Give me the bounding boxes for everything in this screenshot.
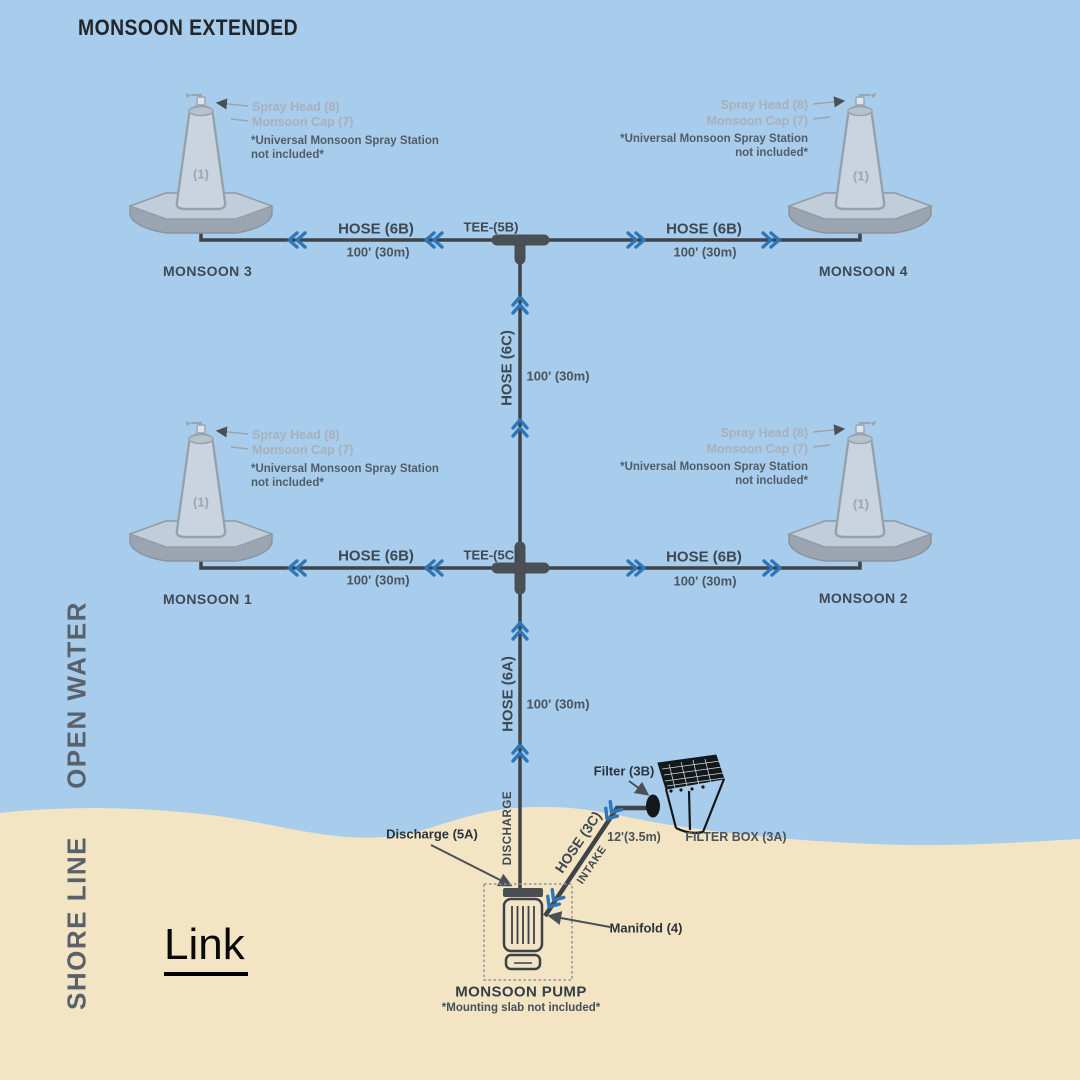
hose-6b-length: 100' (30m) [673, 573, 737, 589]
callout-arrows [430, 780, 650, 928]
station-graphic-monsoon-2 [787, 419, 933, 563]
station-name-monsoon-4: MONSOON 4 [818, 263, 908, 279]
manifold-callout-label: Manifold (4) [609, 920, 683, 936]
tee-5b-label: TEE-(5B) [463, 219, 519, 235]
hose-6b-label: HOSE (6B) [666, 548, 742, 566]
hose-3c-length: 12'(3.5m) [607, 830, 661, 844]
spray-head-label: Spray Head (8) [720, 98, 808, 112]
hose-6c-label: HOSE (6C) [498, 330, 516, 406]
station-note-line1: *Universal Monsoon Spray Station [620, 133, 808, 145]
shore-line-zone-label: SHORE LINE [61, 836, 92, 1010]
station-note-line2: not included* [251, 477, 324, 489]
hose-6a-length: 100' (30m) [526, 696, 590, 712]
pump-base [504, 953, 542, 971]
station-graphic-monsoon-4 [787, 91, 933, 235]
pump-graphic [483, 883, 573, 981]
station-unit-label: (1) [193, 166, 209, 182]
monsoon-cap-label: Monsoon Cap (7) [252, 443, 354, 457]
station-name-monsoon-3: MONSOON 3 [163, 263, 253, 279]
station-unit-label: (1) [853, 496, 869, 512]
tee-5b-fitting [491, 234, 550, 265]
tee-5c-label: TEE-(5C) [463, 547, 519, 563]
hose-6b-length: 100' (30m) [673, 244, 737, 260]
leader-lines [215, 96, 846, 450]
hose-6b-label: HOSE (6B) [666, 220, 742, 238]
hose-6b-length: 100' (30m) [346, 244, 410, 260]
station-name-monsoon-1: MONSOON 1 [163, 591, 253, 607]
station-note-line2: not included* [735, 147, 808, 159]
station-note-line1: *Universal Monsoon Spray Station [251, 463, 439, 475]
monsoon-cap-label: Monsoon Cap (7) [706, 442, 808, 456]
discharge-pipe-label: DISCHARGE [502, 790, 514, 866]
station-note-line2: not included* [735, 475, 808, 487]
station-note-line1: *Universal Monsoon Spray Station [251, 135, 439, 147]
pump-cap [503, 888, 543, 897]
station-graphic-monsoon-1 [128, 419, 274, 563]
station-name-monsoon-2: MONSOON 2 [818, 590, 908, 606]
spray-head-label: Spray Head (8) [252, 428, 340, 442]
station-graphic-monsoon-3 [128, 91, 274, 235]
station-note-line1: *Universal Monsoon Spray Station [620, 461, 808, 473]
hose-6b-label: HOSE (6B) [338, 220, 414, 238]
station-note-line2: not included* [251, 149, 324, 161]
monsoon-cap-label: Monsoon Cap (7) [706, 114, 808, 128]
filter-element [646, 794, 660, 818]
pump-name: MONSOON PUMP [455, 983, 587, 1001]
filter-callout-label: Filter (3B) [593, 763, 655, 779]
filter-basket [664, 778, 726, 834]
mounting-slab-outline [483, 883, 573, 981]
open-water-zone-label: OPEN WATER [61, 601, 92, 789]
station-unit-label: (1) [853, 168, 869, 184]
filter-box-label: FILTER BOX (3A) [685, 830, 787, 844]
spray-head-label: Spray Head (8) [252, 100, 340, 114]
hose-6b-length: 100' (30m) [346, 572, 410, 588]
hose-6b-label: HOSE (6B) [338, 547, 414, 565]
tee-5c-fitting [491, 541, 550, 595]
station-unit-label: (1) [193, 494, 209, 510]
page-title: MONSOON EXTENDED [78, 15, 299, 40]
link-hyperlink[interactable]: Link [164, 920, 248, 976]
hose-6a-label: HOSE (6A) [499, 656, 517, 732]
monsoon-cap-label: Monsoon Cap (7) [252, 115, 354, 129]
spray-head-label: Spray Head (8) [720, 426, 808, 440]
filter-box-graphic [646, 754, 726, 834]
intake-pipe [543, 805, 651, 918]
discharge-callout-label: Discharge (5A) [386, 826, 478, 842]
pump-note: *Mounting slab not included* [441, 1002, 601, 1014]
hose-6c-length: 100' (30m) [526, 368, 590, 384]
